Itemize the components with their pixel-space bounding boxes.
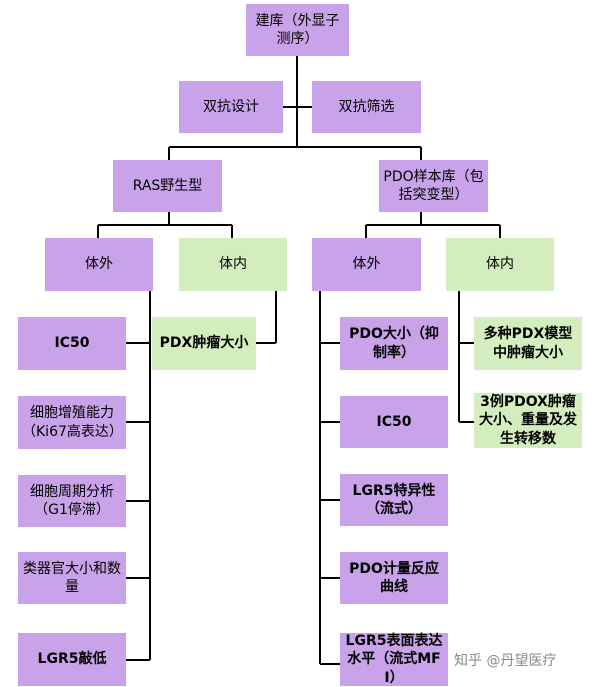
node-ras-in-vivo: 体内 xyxy=(179,238,287,291)
leaf-label: 多种PDX模型中肿瘤大小 xyxy=(483,326,573,361)
pdo-in-vitro-label: 体外 xyxy=(352,256,381,273)
leaf-ras-cell-cycle: 细胞周期分析（G1停滞） xyxy=(18,475,126,527)
leaf-ras-proliferation: 细胞增殖能力（Ki67高表达） xyxy=(18,396,126,449)
bispecific-screening-label: 双抗筛选 xyxy=(338,98,395,115)
node-ras-in-vitro: 体外 xyxy=(45,238,153,291)
leaf-label: LGR5特异性（流式） xyxy=(352,482,436,517)
node-bispecific-design: 双抗设计 xyxy=(179,81,283,133)
ras-in-vivo-label: 体内 xyxy=(219,256,247,273)
watermark: 知乎 @丹望医疗 xyxy=(454,653,557,669)
leaf-pdo-pdx-models: 多种PDX模型中肿瘤大小 xyxy=(474,317,582,370)
leaf-pdo-lgr5-specificity: LGR5特异性（流式） xyxy=(340,474,448,526)
leaf-label: PDO大小（抑制率） xyxy=(349,326,439,361)
node-pdo-in-vivo: 体内 xyxy=(446,238,554,291)
leaf-label: 3例PDOX肿瘤大小、重量及发生转移数 xyxy=(479,394,577,447)
leaf-ras-organoid-size: 类器官大小和数量 xyxy=(18,552,126,604)
root-label: 建库（外显子测序） xyxy=(255,12,340,47)
leaf-label: IC50 xyxy=(54,335,90,352)
leaf-label: IC50 xyxy=(376,413,412,430)
leaf-label: PDX肿瘤大小 xyxy=(159,335,249,352)
leaf-label: LGR5表面表达水平（流式MFI） xyxy=(345,633,443,686)
leaf-ras-lgr5-knockdown: LGR5敲低 xyxy=(18,633,126,686)
ras-in-vitro-label: 体外 xyxy=(85,256,113,273)
leaf-label: 细胞增殖能力（Ki67高表达） xyxy=(22,405,123,440)
leaf-pdo-pdox: 3例PDOX肿瘤大小、重量及发生转移数 xyxy=(474,393,582,448)
leaf-label: LGR5敲低 xyxy=(37,651,107,668)
ras-wildtype-label: RAS野生型 xyxy=(132,177,203,194)
node-ras-wildtype: RAS野生型 xyxy=(113,160,222,212)
leaf-pdo-size: PDO大小（抑制率） xyxy=(340,317,448,370)
node-bispecific-screening: 双抗筛选 xyxy=(312,81,421,133)
node-pdo-in-vitro: 体外 xyxy=(312,238,421,291)
leaf-ras-pdx-tumor-size: PDX肿瘤大小 xyxy=(152,317,256,370)
pdo-in-vivo-label: 体内 xyxy=(486,256,514,273)
bispecific-design-label: 双抗设计 xyxy=(203,98,259,115)
leaf-label: PDO计量反应曲线 xyxy=(349,560,439,595)
leaf-pdo-ic50: IC50 xyxy=(340,396,448,448)
root-node: 建库（外显子测序） xyxy=(246,4,349,56)
leaf-label: 细胞周期分析（G1停滞） xyxy=(30,483,114,518)
leaf-ras-ic50: IC50 xyxy=(18,317,126,370)
leaf-pdo-dose-response: PDO计量反应曲线 xyxy=(340,552,448,604)
leaf-label: 类器官大小和数量 xyxy=(23,560,121,595)
pdo-library-label: PDO样本库（包括突变型） xyxy=(383,168,484,203)
leaf-pdo-lgr5-mfi: LGR5表面表达水平（流式MFI） xyxy=(340,633,448,686)
node-pdo-library: PDO样本库（包括突变型） xyxy=(379,160,488,212)
